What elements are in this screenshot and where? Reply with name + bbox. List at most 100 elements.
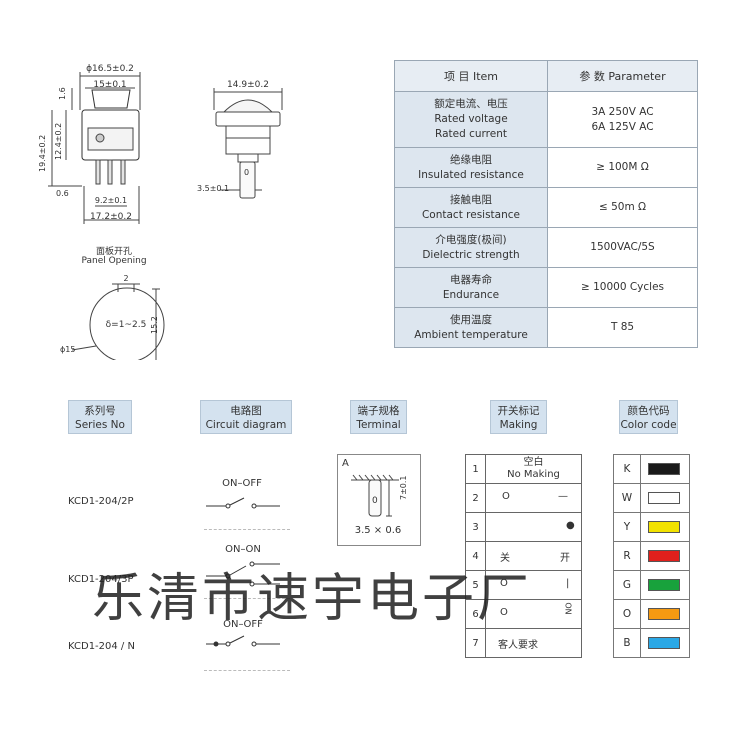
making-symbol-right: 开	[560, 553, 570, 564]
color-code: G	[613, 570, 641, 600]
side-pin-mark: 0	[244, 168, 250, 177]
header-color-cn: 颜色代码	[627, 405, 670, 417]
color-code: O	[613, 599, 641, 629]
making-row: 7 客人要求	[465, 628, 582, 658]
spec-key-en: Rated current	[435, 128, 507, 140]
panel-label-en: Panel Opening	[81, 256, 147, 266]
color-swatch	[648, 637, 680, 649]
dim-front-h2: 12.4±0.2	[54, 122, 63, 160]
color-swatch	[648, 521, 680, 533]
color-code: W	[613, 483, 641, 513]
making-symbol-right: ●	[566, 520, 575, 531]
making-number: 1	[465, 454, 486, 484]
color-swatch	[648, 579, 680, 591]
making-text-cn: 客人要求	[485, 628, 582, 658]
header-color: 颜色代码 Color code	[619, 400, 678, 434]
spec-key-en: Dielectric strength	[422, 248, 520, 261]
spec-key-cn: 使用温度	[450, 313, 492, 326]
panel-notch-dim: 2	[123, 274, 129, 283]
header-series: 系列号 Series No	[68, 400, 132, 434]
dim-side-width: 14.9±0.2	[227, 80, 269, 90]
spec-key-cn: 介电强度(极间)	[435, 233, 507, 246]
spec-header-row: 项 目 Item 参 数 Parameter	[394, 60, 698, 92]
making-number: 7	[465, 628, 486, 658]
dim-front-top: 15±0.1	[93, 80, 127, 90]
panel-label-cn: 面板开孔	[95, 247, 133, 257]
spec-key-cn: 接触电阻	[450, 193, 492, 206]
color-row: G	[613, 570, 690, 600]
making-symbol-right: ON	[563, 602, 573, 615]
header-color-en: Color code	[620, 419, 677, 431]
spec-key-en: Ambient temperature	[414, 328, 528, 341]
making-symbol-left: O	[500, 607, 508, 618]
switch-drawings	[48, 72, 283, 360]
dim-front-bot: 0.6	[56, 189, 69, 198]
header-series-en: Series No	[75, 419, 125, 431]
series-model: KCD1-204 / N	[68, 641, 135, 652]
circuit-divider	[204, 598, 290, 599]
color-swatch	[648, 463, 680, 475]
terminal-drawing	[351, 474, 399, 517]
circuit-label: ON–ON	[225, 544, 261, 555]
spec-key-cn: 额定电流、电压	[434, 98, 508, 110]
spec-row: 介电强度(极间)Dielectric strength 1500VAC/5S	[394, 227, 698, 268]
header-circuit: 电路图 Circuit diagram	[200, 400, 292, 434]
spec-header-item: 项 目 Item	[394, 60, 548, 92]
header-circuit-cn: 电路图	[230, 405, 262, 417]
color-row: O	[613, 599, 690, 629]
making-symbol-right: |	[566, 578, 570, 589]
terminal-height: 7±0.1	[399, 475, 408, 500]
making-number: 2	[465, 483, 486, 513]
panel-thickness: δ=1~2.5	[105, 320, 147, 330]
header-terminal: 端子规格 Terminal	[350, 400, 407, 434]
spec-value: ≤ 50m Ω	[547, 187, 698, 228]
terminal-label: 0	[372, 496, 378, 506]
header-terminal-cn: 端子规格	[357, 405, 400, 417]
circuit-diagrams	[206, 497, 280, 647]
color-swatch	[648, 550, 680, 562]
circuit-divider	[204, 670, 290, 671]
circuit-label: ON–OFF	[222, 478, 262, 489]
series-model: KCD1-204/3P	[68, 574, 134, 585]
color-code: B	[613, 628, 641, 658]
header-terminal-en: Terminal	[356, 419, 401, 431]
spec-row: 接触电阻 Contact resistance ≤ 50m Ω	[394, 187, 698, 228]
spec-key-cn: 电器寿命	[450, 273, 492, 286]
dim-side-pin: 3.5±0.1	[197, 184, 230, 193]
dim-pin-pitch: 9.2±0.1	[94, 196, 128, 205]
series-model: KCD1-204/2P	[68, 496, 134, 507]
spec-value: T 85	[547, 307, 698, 348]
color-swatch	[648, 492, 680, 504]
making-text-en: No Making	[507, 469, 560, 480]
color-swatch	[648, 608, 680, 620]
header-making-en: Making	[499, 419, 538, 431]
spec-value: 3A 250V AC	[591, 105, 654, 118]
making-row: 3 ●	[465, 512, 582, 542]
dim-front-h3: 19.4±0.2	[38, 134, 47, 172]
making-text-cn: 空白	[523, 457, 544, 468]
terminal-size: 3.5 × 0.6	[354, 525, 402, 536]
making-symbol-left: O	[500, 578, 508, 589]
header-series-cn: 系列号	[84, 405, 116, 417]
spec-value: ≥ 10000 Cycles	[547, 267, 698, 308]
color-code: K	[613, 454, 641, 484]
making-symbol-left: O	[502, 491, 510, 502]
spec-key-en: Insulated resistance	[418, 168, 524, 181]
color-code: Y	[613, 512, 641, 542]
spec-row: 使用温度 Ambient temperature T 85	[394, 307, 698, 348]
spec-key-en: Contact resistance	[421, 208, 521, 221]
watermark-text: 乐清市速宇电子厂	[92, 569, 533, 629]
making-number: 3	[465, 512, 486, 542]
spec-value: ≥ 100M Ω	[547, 147, 698, 188]
dim-front-width: ϕ16.5±0.2	[86, 64, 134, 74]
spec-value: 6A 125V AC	[591, 120, 654, 133]
making-row: 2 O—	[465, 483, 582, 513]
circuit-divider	[204, 529, 290, 530]
dim-base-width: 17.2±0.2	[90, 212, 132, 222]
panel-height: 15.2	[150, 316, 159, 334]
color-row: B	[613, 628, 690, 658]
